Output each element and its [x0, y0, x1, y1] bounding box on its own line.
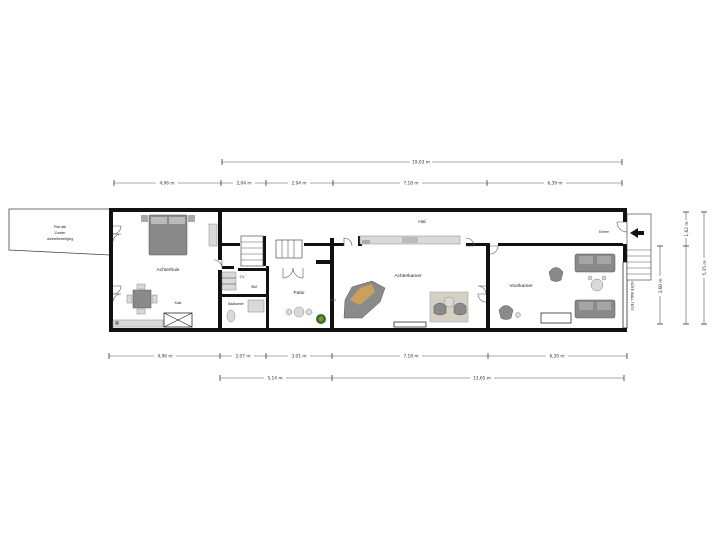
facade-note: NOTE WALL TEXT: [630, 282, 634, 311]
wm-label: WM: [251, 285, 257, 289]
dimension-top-row: 4,96 m 2,04 m 2,94 m 7,18 m 6,39 m: [113, 179, 623, 187]
dimension-top-1: 4,96 m: [159, 181, 174, 187]
washbasin-icon: [247, 299, 265, 313]
room-labels: Achterhuis Hal Entree Achterkamer Voorka…: [157, 219, 634, 310]
furniture: Kast CV WM: [112, 214, 616, 328]
shower-icon: [221, 271, 237, 291]
room-achterhuis: Achterhuis: [157, 267, 180, 273]
dimension-bottom-1: 4,96 m: [157, 354, 172, 360]
coffee-table-icon: [590, 278, 604, 292]
flat-roof-label-line-1: Plat dak: [54, 225, 67, 229]
doors: [112, 221, 628, 303]
room-voorkamer: Voorkamer: [509, 283, 533, 289]
flat-roof-extension: Plat dak Zonder donnelbeveiliging: [8, 208, 111, 256]
flat-roof-label-line-2: Zonder: [55, 231, 67, 235]
entrance-arrow-icon: [630, 228, 638, 238]
room-entree: Entree: [599, 230, 609, 234]
dimension-bottom-2: 2,07 m: [235, 354, 250, 360]
armchair-icon-2: [498, 305, 514, 320]
armchair-icon: [548, 267, 564, 282]
dimension-bottom-5: 6,39 m: [549, 354, 564, 360]
cv-label: CV: [240, 275, 245, 279]
dimension-bottom-4: 7,18 m: [403, 354, 418, 360]
walls: [109, 208, 628, 332]
patio-table-icon: [293, 306, 305, 318]
room-hal: Hal: [418, 219, 425, 225]
flat-roof-label-line-3: donnelbeveiliging: [47, 237, 73, 241]
dimension-bottom-totals: 5,14 m 13,65 m: [219, 374, 625, 382]
room-badkamer: Badkamer: [228, 302, 244, 306]
dimension-bottom-total-1: 5,14 m: [267, 376, 282, 382]
dimension-right-1: 3,60 m: [658, 278, 664, 293]
kast-label: Kast: [175, 301, 182, 305]
dimension-top-2: 2,04 m: [236, 181, 251, 187]
dining-table-icon: [132, 289, 152, 309]
dimension-top-3: 2,94 m: [291, 181, 306, 187]
dimension-total-top: 19,03 m: [221, 158, 623, 166]
bed-icon: [148, 214, 188, 256]
wardrobe-icon: [208, 223, 218, 247]
dimension-top-5: 6,39 m: [547, 181, 562, 187]
staircase: [240, 213, 652, 281]
dimension-right-2: 1,62 m: [684, 221, 690, 236]
dimension-right: 3,60 m 1,62 m 5,35 m: [656, 211, 708, 325]
dimension-bottom-total-2: 13,65 m: [473, 376, 491, 382]
toilet-icon: [226, 309, 236, 323]
dimension-bottom-3: 3,01 m: [291, 354, 306, 360]
dimension-total-label: 19,03 m: [412, 160, 430, 166]
dimension-bottom-row: 4,96 m 2,07 m 3,01 m 7,18 m 6,39 m: [108, 352, 628, 360]
room-achterkamer: Achterkamer: [394, 273, 422, 279]
dimension-right-3: 5,35 m: [702, 260, 708, 275]
dimension-top-4: 7,18 m: [403, 181, 418, 187]
room-patio: Patio: [294, 290, 305, 296]
